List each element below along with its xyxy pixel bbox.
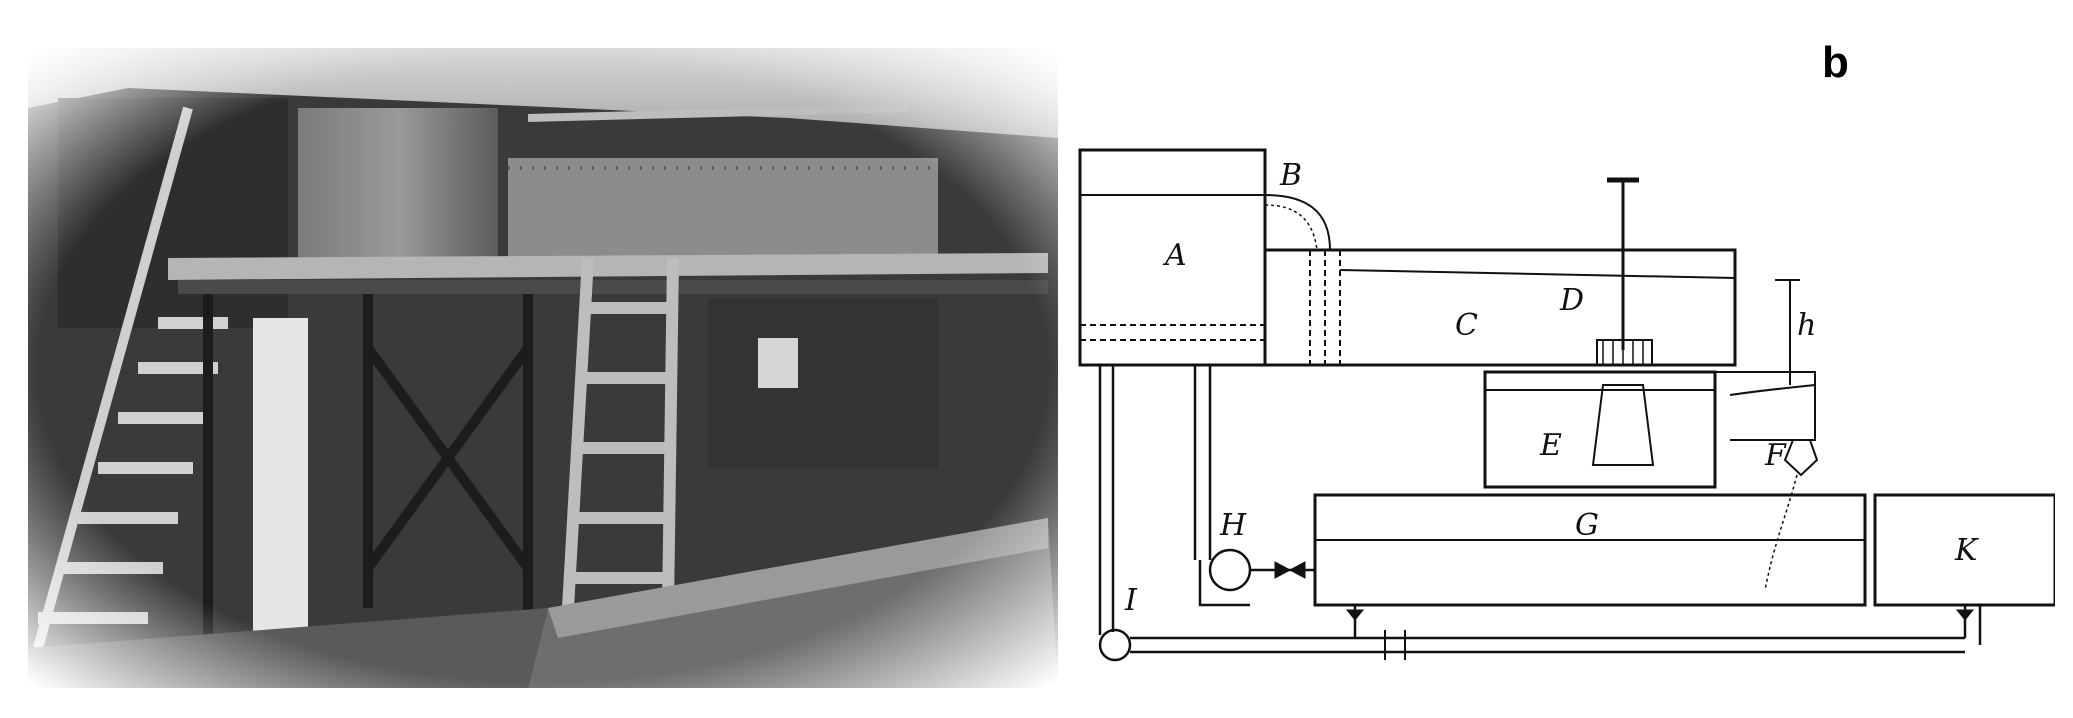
outlet-channel [1715, 371, 1816, 441]
label-b: B [1279, 158, 1302, 193]
tank-e [1483, 370, 1717, 489]
channel-water-level [1339, 269, 1736, 279]
laboratory-photograph [28, 48, 1058, 688]
panel-label-b: b [1822, 38, 1849, 87]
label-f: F [1764, 438, 1787, 473]
channel-c [1263, 248, 1737, 367]
turbine-d [1596, 339, 1653, 366]
label-i: I [1124, 583, 1138, 618]
pump-i [1098, 628, 1132, 662]
label-d: D [1559, 283, 1584, 318]
draft-tube [1591, 384, 1655, 466]
label-h: H [1219, 508, 1247, 543]
label-head-h: h [1797, 308, 1816, 343]
overflow-b [1264, 194, 1331, 251]
label-c: C [1455, 308, 1478, 343]
label-e: E [1539, 428, 1562, 463]
label-a: A [1162, 238, 1187, 273]
flow-meter-f [1783, 439, 1819, 477]
apparatus-schematic: A B C D E F G H I K h [1078, 148, 2055, 662]
tank-g [1313, 493, 1867, 607]
pump-h [1208, 548, 1252, 592]
label-k: K [1954, 533, 1979, 568]
label-g: G [1575, 508, 1599, 543]
